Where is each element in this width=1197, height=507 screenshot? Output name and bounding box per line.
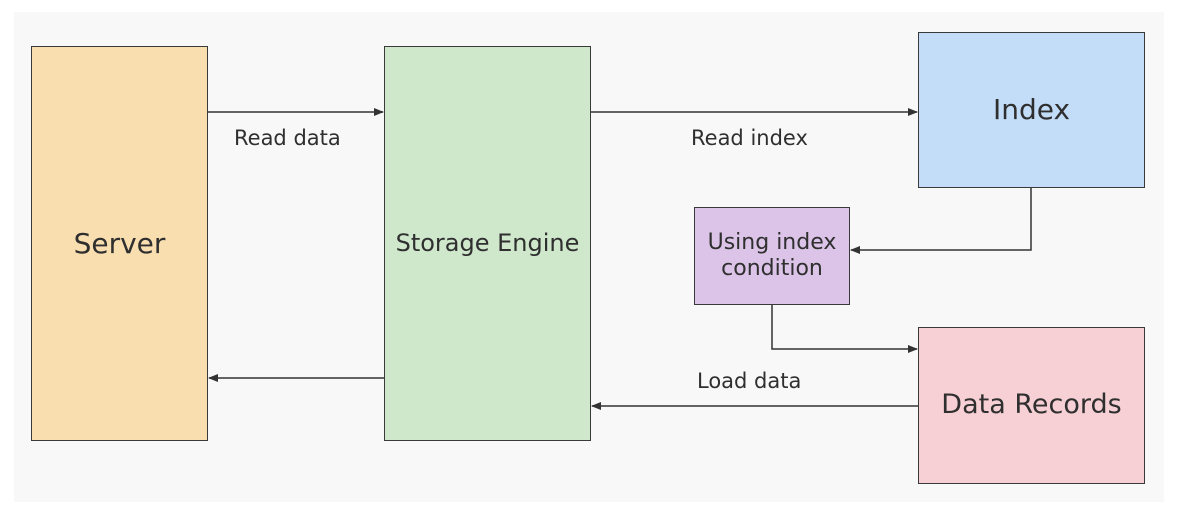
read-data-label: Read data [234, 126, 341, 150]
data-records-label: Data Records [941, 389, 1122, 421]
index-node: Index [918, 32, 1145, 188]
read-index-label: Read index [691, 126, 808, 150]
load-data-label: Load data [697, 369, 802, 393]
storage-engine-node: Storage Engine [384, 46, 591, 441]
server-label: Server [73, 226, 166, 260]
data-records-node: Data Records [918, 327, 1145, 484]
using-index-condition-label: Using index condition [707, 229, 837, 281]
storage-engine-label: Storage Engine [395, 229, 580, 258]
using-index-condition-node: Using index condition [694, 207, 850, 305]
server-node: Server [31, 46, 208, 441]
index-label: Index [992, 93, 1071, 127]
